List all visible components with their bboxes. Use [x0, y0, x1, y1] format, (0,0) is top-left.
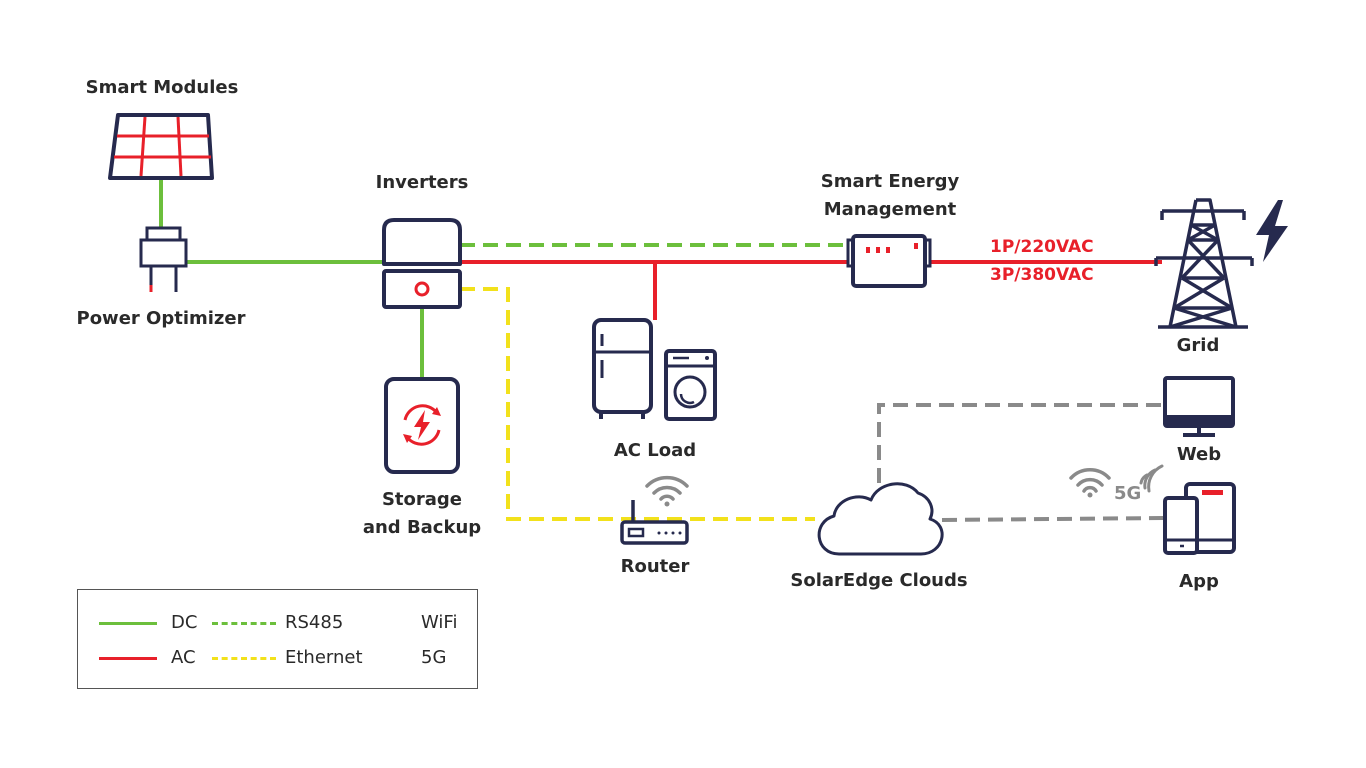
mobile-devices-icon — [1163, 482, 1236, 555]
grid-voltage-3p: 3P/380VAC — [990, 265, 1094, 285]
legend-dc-label: DC — [171, 612, 198, 633]
storage-label-line2: and Backup — [362, 517, 482, 538]
cloud-icon — [817, 482, 944, 556]
monitor-icon — [1163, 376, 1235, 437]
router-icon — [620, 500, 689, 545]
ac-load-label: AC Load — [613, 440, 697, 461]
meter-icon — [846, 234, 932, 288]
smart-energy-label-line1: Smart Energy — [820, 171, 960, 192]
cloud-label: SolarEdge Clouds — [790, 570, 968, 591]
app-5g-icon: 5G — [1114, 464, 1164, 504]
inverters-label: Inverters — [375, 172, 469, 193]
cloud-web-line — [877, 403, 1163, 483]
cloud-app-line — [941, 516, 1164, 522]
optimizer-icon — [139, 226, 188, 292]
legend-ac-label: AC — [171, 647, 196, 668]
legend-dc-swatch — [99, 622, 157, 625]
power-optimizer-label: Power Optimizer — [76, 308, 246, 329]
app-wifi-icon — [1069, 468, 1111, 498]
legend-rs485-swatch — [212, 622, 276, 625]
connections — [159, 178, 1164, 522]
smart-modules-label: Smart Modules — [85, 77, 239, 98]
legend-wifi-label: WiFi — [421, 612, 458, 633]
legend-ethernet-label: Ethernet — [285, 647, 363, 668]
legend-rs485-label: RS485 — [285, 612, 344, 633]
legend-ac-swatch — [99, 657, 157, 660]
fridge-icon — [592, 318, 653, 419]
wifi-icon — [645, 475, 689, 507]
power-tower-icon — [1154, 198, 1254, 329]
lightning-icon — [1256, 200, 1288, 262]
inverter-icon — [382, 218, 462, 309]
legend-5g-label: 5G — [421, 647, 447, 668]
ethernet-line — [460, 287, 815, 521]
web-label: Web — [1176, 444, 1222, 465]
battery-icon — [384, 377, 460, 474]
grid-label: Grid — [1176, 335, 1220, 356]
legend-ethernet-swatch — [212, 657, 276, 660]
washing-machine-icon — [664, 349, 717, 421]
legend: DC AC RS485 Ethernet WiFi 5G — [77, 589, 478, 689]
app-label: App — [1179, 571, 1219, 592]
app-5g-text: 5G — [1114, 483, 1141, 504]
router-label: Router — [620, 556, 690, 577]
grid-voltage-1p: 1P/220VAC — [990, 237, 1094, 257]
solar-panel-icon — [108, 113, 214, 180]
smart-energy-label-line2: Management — [823, 199, 957, 220]
storage-label-line1: Storage — [381, 489, 463, 510]
